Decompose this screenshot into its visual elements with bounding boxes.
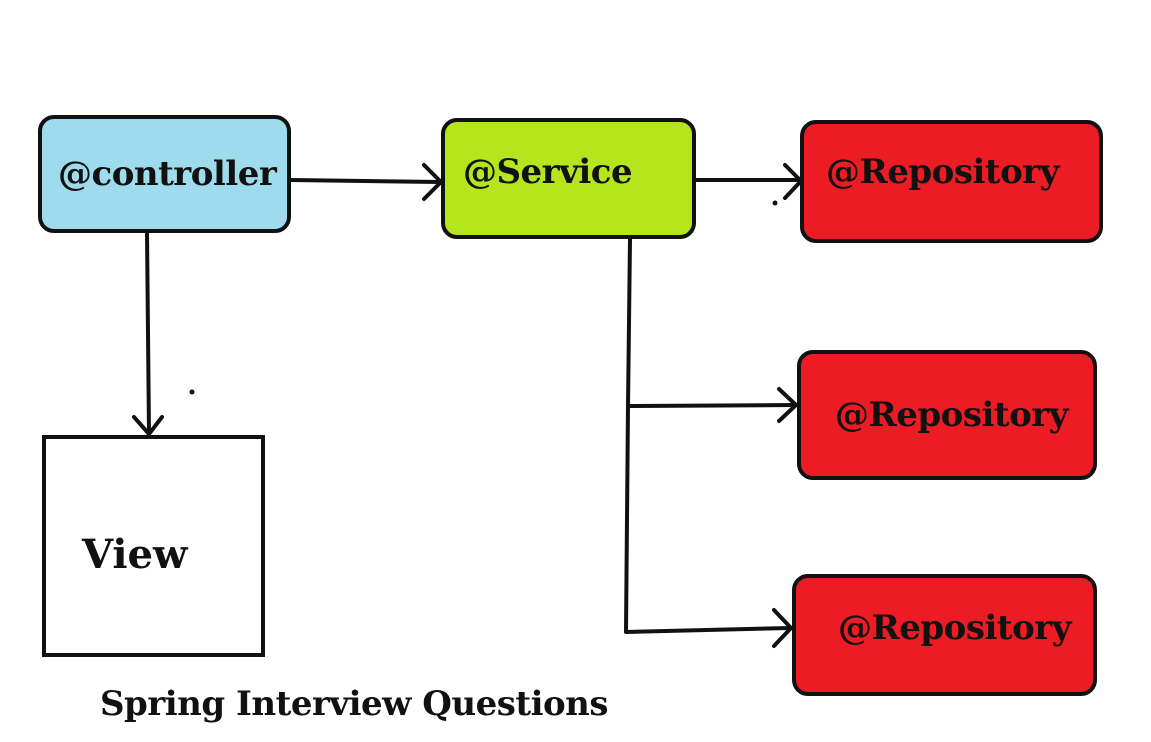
repository-node-2: @Repository bbox=[797, 350, 1097, 480]
stray-dot bbox=[189, 389, 195, 395]
view-node: View bbox=[42, 435, 265, 657]
repository-label-2: @Repository bbox=[835, 395, 1068, 435]
repository-node-3: @Repository bbox=[792, 574, 1097, 696]
service-label: @Service bbox=[463, 152, 633, 192]
edge-service-repository-1 bbox=[694, 163, 803, 200]
edge-controller-service bbox=[289, 163, 443, 201]
service-node: @Service bbox=[441, 118, 696, 239]
edge-service-repository-2 bbox=[626, 237, 798, 423]
stray-dot bbox=[772, 200, 778, 206]
edge-service-repository-3 bbox=[624, 404, 793, 648]
repository-label-3: @Repository bbox=[838, 608, 1071, 648]
repository-label-1: @Repository bbox=[826, 152, 1059, 192]
edge-controller-view bbox=[132, 231, 164, 436]
controller-label: @controller bbox=[58, 154, 277, 194]
diagram-caption: Spring Interview Questions bbox=[100, 684, 609, 724]
repository-node-1: @Repository bbox=[800, 120, 1103, 243]
view-label: View bbox=[82, 531, 188, 578]
controller-node: @controller bbox=[38, 115, 291, 233]
